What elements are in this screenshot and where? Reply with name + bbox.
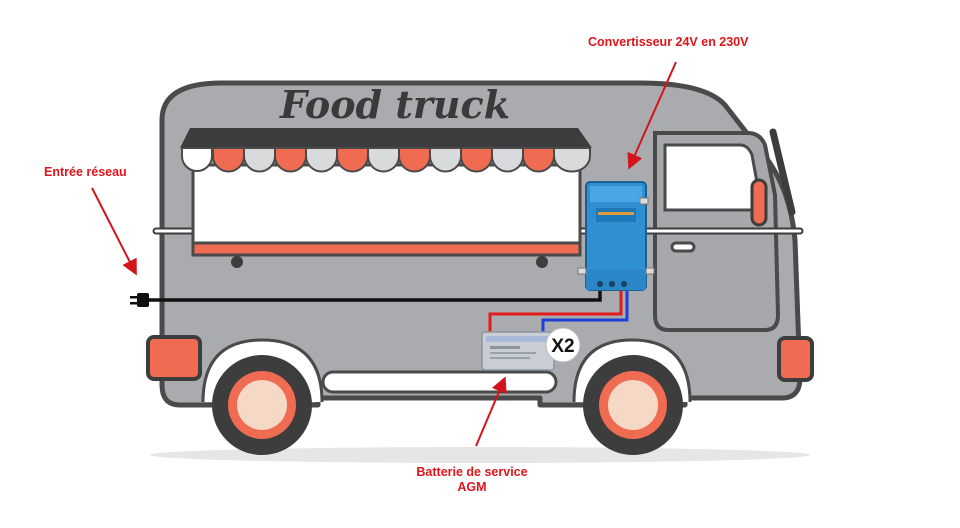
grid-input-label: Entrée réseau bbox=[44, 165, 127, 179]
power-plug-icon bbox=[130, 293, 149, 307]
converter-label: Convertisseur 24V en 230V bbox=[588, 35, 749, 49]
converter-arrow bbox=[627, 61, 677, 170]
counter-support-right bbox=[536, 256, 548, 268]
battery-positive-wire bbox=[488, 290, 623, 332]
counter-support-left bbox=[231, 256, 243, 268]
battery-multiplier-badge bbox=[545, 327, 581, 363]
serving-window bbox=[191, 163, 582, 249]
agm-battery bbox=[481, 331, 555, 371]
rear-wheel bbox=[212, 355, 312, 455]
side-mirror bbox=[750, 178, 768, 227]
truck-title: Food truck bbox=[279, 82, 510, 127]
side-skirt-slot bbox=[321, 370, 558, 394]
battery-label-line1: Batterie de service bbox=[416, 465, 528, 479]
awning-scallops bbox=[181, 147, 591, 173]
cab-window bbox=[663, 143, 764, 212]
battery-label-line2: AGM bbox=[457, 480, 487, 494]
front-wheel bbox=[583, 355, 683, 455]
windshield-edge bbox=[769, 128, 796, 216]
battery-arrow bbox=[475, 376, 507, 447]
battery-multiplier-text: X2 bbox=[551, 336, 574, 357]
serving-counter bbox=[191, 241, 582, 257]
grid-input-arrow bbox=[91, 187, 137, 276]
battery-label: Batterie de service AGM bbox=[405, 465, 539, 495]
battery-negative-wire bbox=[541, 290, 629, 335]
grid-input-cable bbox=[146, 290, 602, 302]
awning-top bbox=[180, 128, 592, 148]
converter-device bbox=[577, 181, 655, 291]
rear-light bbox=[146, 335, 202, 381]
front-light bbox=[777, 336, 814, 382]
door-handle bbox=[670, 241, 696, 253]
